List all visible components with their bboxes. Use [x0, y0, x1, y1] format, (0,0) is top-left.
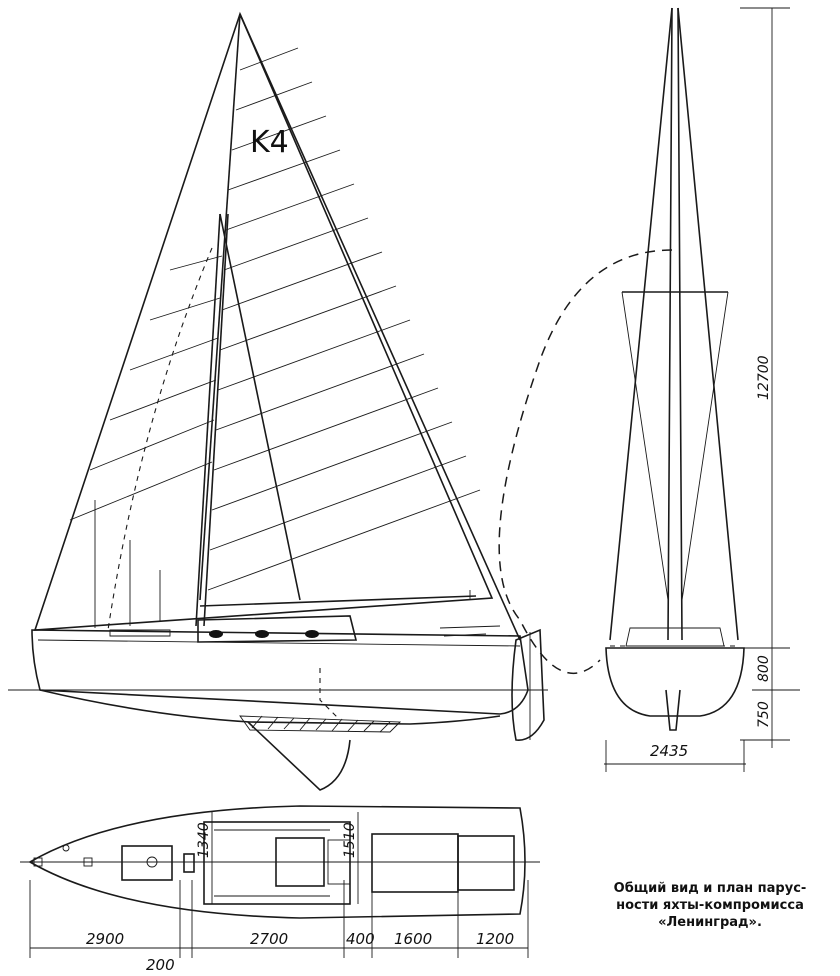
- keel-hatched: [239, 715, 402, 733]
- centerboard: [247, 721, 351, 791]
- sail-number: K4: [250, 125, 289, 160]
- plan-mast: [183, 853, 195, 873]
- plan-hull: [28, 805, 526, 919]
- front-hull: [605, 647, 745, 717]
- sail-seams: [69, 47, 481, 628]
- mast-aft-edge: [203, 213, 229, 627]
- side-spinnaker-dashed: [107, 247, 213, 631]
- dim-cockpit-width: 1340: [196, 822, 212, 858]
- forehatch: [121, 845, 173, 881]
- keel-hatching: [251, 715, 391, 733]
- rudder: [511, 628, 545, 741]
- porthole: [255, 630, 269, 638]
- aft-deck: [457, 835, 515, 891]
- dim-mast-height: 12700: [756, 355, 772, 400]
- forestay-line: [199, 13, 241, 601]
- caption-line: ности яхты-компромисса: [616, 898, 804, 913]
- cockpit-coaming: [439, 625, 501, 637]
- dim-deck-width: 1510: [342, 822, 358, 858]
- dim-beam: 2435: [650, 742, 688, 760]
- porthole: [209, 630, 223, 638]
- hull: [31, 629, 529, 715]
- companionway: [275, 837, 325, 887]
- front-cabin: [625, 627, 725, 647]
- caption-line: «Ленинград».: [658, 915, 762, 930]
- mast: [195, 213, 221, 627]
- dim-200: 200: [146, 956, 175, 974]
- caption-line: Общий вид и план парус-: [613, 881, 807, 896]
- dim-2700: 2700: [250, 930, 288, 948]
- spinnaker-dashed: [498, 249, 673, 675]
- dim-1600: 1600: [394, 930, 432, 948]
- foredeck-hatch: [109, 629, 171, 637]
- plan-view: 1340 1510 2900 200 2700 400 1600 1200: [20, 805, 540, 974]
- cabin-house: [197, 615, 358, 643]
- mainsail-leech: [219, 213, 301, 601]
- front-keel: [665, 689, 681, 731]
- figure-caption: Общий вид и план парус- ности яхты-компр…: [590, 880, 830, 931]
- dim-draft: 750: [756, 701, 772, 728]
- dim-2900: 2900: [86, 930, 124, 948]
- porthole: [305, 630, 319, 638]
- centerboard-raised-dashed: [319, 668, 341, 721]
- cockpit: [371, 833, 459, 893]
- front-view: 12700 800 750 2435: [498, 7, 800, 772]
- boom: [199, 595, 477, 607]
- front-shrouds: [609, 7, 739, 641]
- backstay: [239, 13, 521, 641]
- lower-shrouds: [621, 291, 729, 601]
- sheer-line: [37, 639, 521, 647]
- side-view: [8, 11, 548, 791]
- genoa-sail: [33, 11, 494, 631]
- dim-1200: 1200: [476, 930, 514, 948]
- front-mast: [667, 7, 683, 641]
- underwater-hull: [39, 689, 501, 725]
- dim-freeboard: 800: [756, 655, 772, 682]
- dim-400: 400: [346, 930, 375, 948]
